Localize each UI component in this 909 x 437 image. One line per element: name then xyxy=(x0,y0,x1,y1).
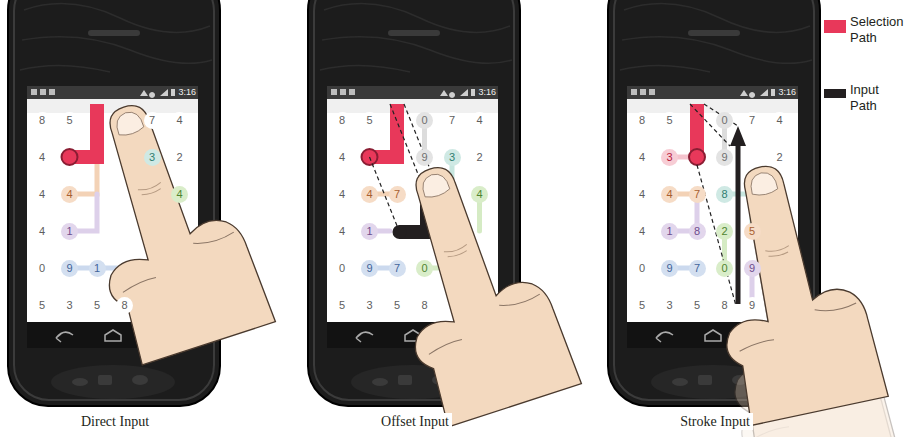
grid-number: 1 xyxy=(89,260,106,277)
grid-number: 5 xyxy=(689,297,706,314)
grid-number: 4 xyxy=(334,186,351,203)
legend-text: Selection Path xyxy=(850,14,907,46)
grid-number: 8 xyxy=(116,297,133,314)
panel-caption: Stroke Input xyxy=(677,413,753,430)
grid-number: 9 xyxy=(716,149,733,166)
grid-number: 8 xyxy=(634,112,651,129)
grid-number: 7 xyxy=(389,186,406,203)
grid-number: 4 xyxy=(634,186,651,203)
grid-number: 5 xyxy=(361,112,378,129)
legend-swatch xyxy=(824,89,846,98)
grid-number: 9 xyxy=(744,260,761,277)
panel-caption: Direct Input xyxy=(78,413,152,430)
grid-number: 9 xyxy=(361,260,378,277)
grid-number: 9 xyxy=(744,297,761,314)
grid-number: 4 xyxy=(34,223,51,240)
panel-caption: Offset Input xyxy=(378,413,452,430)
grid-number: 2 xyxy=(171,149,188,166)
grid-number: 8 xyxy=(716,186,733,203)
status-time: 3:16 xyxy=(478,87,496,98)
status-time: 3:16 xyxy=(178,87,196,98)
grid-number: 0 xyxy=(716,112,733,129)
grid-number: 4 xyxy=(634,223,651,240)
grid-number: 8 xyxy=(334,112,351,129)
grid-number: 4 xyxy=(361,186,378,203)
grid-number: 4 xyxy=(334,149,351,166)
grid-number: 5 xyxy=(661,112,678,129)
grid-number: 0 xyxy=(416,112,433,129)
status-time: 3:16 xyxy=(778,87,796,98)
hand xyxy=(57,83,275,367)
arrow-head xyxy=(730,126,746,146)
grid-number: 2 xyxy=(771,149,788,166)
offset-input-phone xyxy=(308,0,581,429)
grid-number: 4 xyxy=(171,112,188,129)
grid-number: 4 xyxy=(471,112,488,129)
grid-number: 0 xyxy=(334,260,351,277)
grid-number: 0 xyxy=(634,260,651,277)
grid-number: 3 xyxy=(661,149,678,166)
grid-number: 5 xyxy=(389,297,406,314)
grid-number: 5 xyxy=(61,112,78,129)
grid-number: 2 xyxy=(471,149,488,166)
grid-number: 0 xyxy=(416,260,433,277)
input-path xyxy=(736,144,741,304)
grid-number: 9 xyxy=(661,260,678,277)
grid-number: 4 xyxy=(334,223,351,240)
grid-number: 7 xyxy=(689,260,706,277)
grid-number: 4 xyxy=(771,112,788,129)
grid-number: 8 xyxy=(34,112,51,129)
grid-number: 7 xyxy=(689,186,706,203)
grid-number: 7 xyxy=(744,112,761,129)
grid-number: 5 xyxy=(334,297,351,314)
grid-number: 1 xyxy=(661,223,678,240)
grid-number: 5 xyxy=(34,297,51,314)
grid-number: 3 xyxy=(661,297,678,314)
grid-number: 3 xyxy=(444,149,461,166)
grid-number: 1 xyxy=(61,223,78,240)
grid-number: 4 xyxy=(34,186,51,203)
legend-text: Input Path xyxy=(850,82,907,114)
grid-number: 4 xyxy=(471,186,488,203)
direct-input-phone xyxy=(8,0,275,406)
grid-number: 5 xyxy=(634,297,651,314)
grid-number: 9 xyxy=(61,260,78,277)
grid-number: 5 xyxy=(744,223,761,240)
grid-number: 4 xyxy=(661,186,678,203)
grid-number: 8 xyxy=(416,297,433,314)
grid-number: 7 xyxy=(144,112,161,129)
grid-number: 3 xyxy=(361,297,378,314)
grid-number: 0 xyxy=(34,260,51,277)
grid-number: 4 xyxy=(61,186,78,203)
grid-number: 9 xyxy=(416,149,433,166)
grid-number: 4 xyxy=(34,149,51,166)
grid-number: 8 xyxy=(689,223,706,240)
stroke-input-phone xyxy=(608,0,903,437)
grid-number: 1 xyxy=(361,223,378,240)
hand xyxy=(692,151,889,427)
grid-number: 4 xyxy=(634,149,651,166)
grid-number: 3 xyxy=(144,149,161,166)
grid-number: 4 xyxy=(171,186,188,203)
hand xyxy=(363,145,581,429)
grid-number: 0 xyxy=(716,260,733,277)
grid-number: 8 xyxy=(716,297,733,314)
grid-number: 3 xyxy=(61,297,78,314)
grid-number: 5 xyxy=(89,297,106,314)
grid-number: 7 xyxy=(444,112,461,129)
grid-number: 2 xyxy=(716,223,733,240)
legend-swatch xyxy=(824,20,846,33)
grid-number: 7 xyxy=(389,260,406,277)
